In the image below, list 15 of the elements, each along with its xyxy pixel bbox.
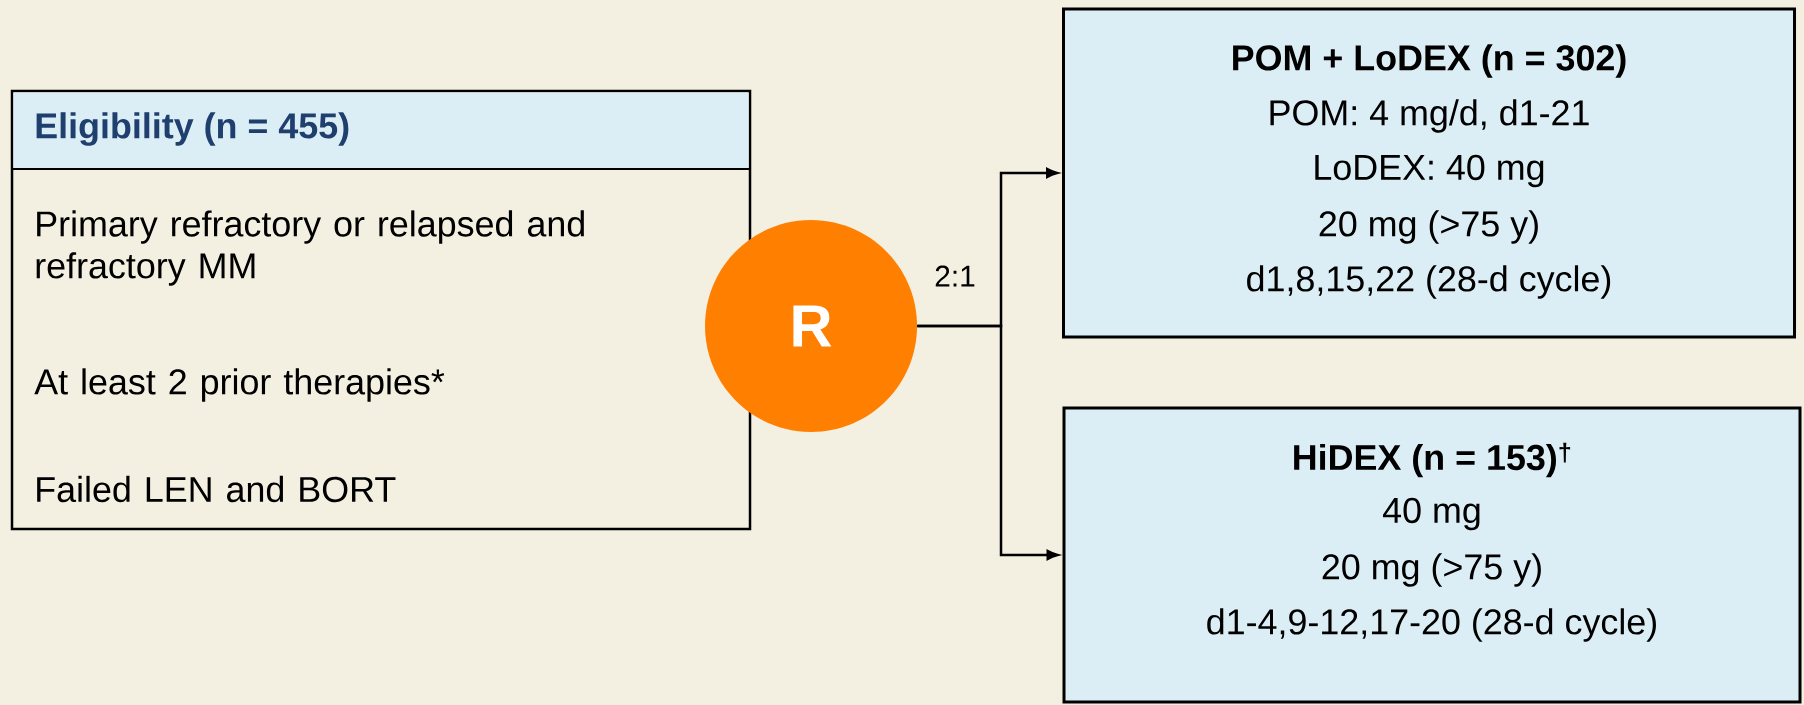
dosing-text: POM: 4 mg/d, d1-21 <box>1270 99 1589 133</box>
dosing-text: 20 mg (>75 y) <box>1322 553 1541 587</box>
edge-label: 2:1 <box>932 263 978 289</box>
dosing-text: d1-4,9-12,17-20 (28-d cycle) <box>1207 608 1656 642</box>
dosing-text: LoDEX: 40 mg <box>1315 154 1544 188</box>
dosing-text: d1,8,15,22 (28-d cycle) <box>1247 265 1611 299</box>
criterion-text: Primary refractory or relapsed and refractory MM <box>36 210 584 286</box>
criterion-text: Failed LEN and BORT <box>37 475 396 503</box>
dosing-text: 20 mg (>75 y) <box>1319 210 1538 244</box>
box-heading: POM + LoDEX (n = 302) <box>1233 44 1626 78</box>
criterion-text: At least 2 prior therapies* <box>34 368 445 402</box>
box-heading: HiDEX (n = 153)$^{†}$ <box>1294 442 1571 478</box>
box-heading: Eligibility (n = 455) <box>36 112 349 146</box>
arrow <box>917 324 1059 561</box>
dosing-text: 40 mg <box>1383 497 1480 531</box>
